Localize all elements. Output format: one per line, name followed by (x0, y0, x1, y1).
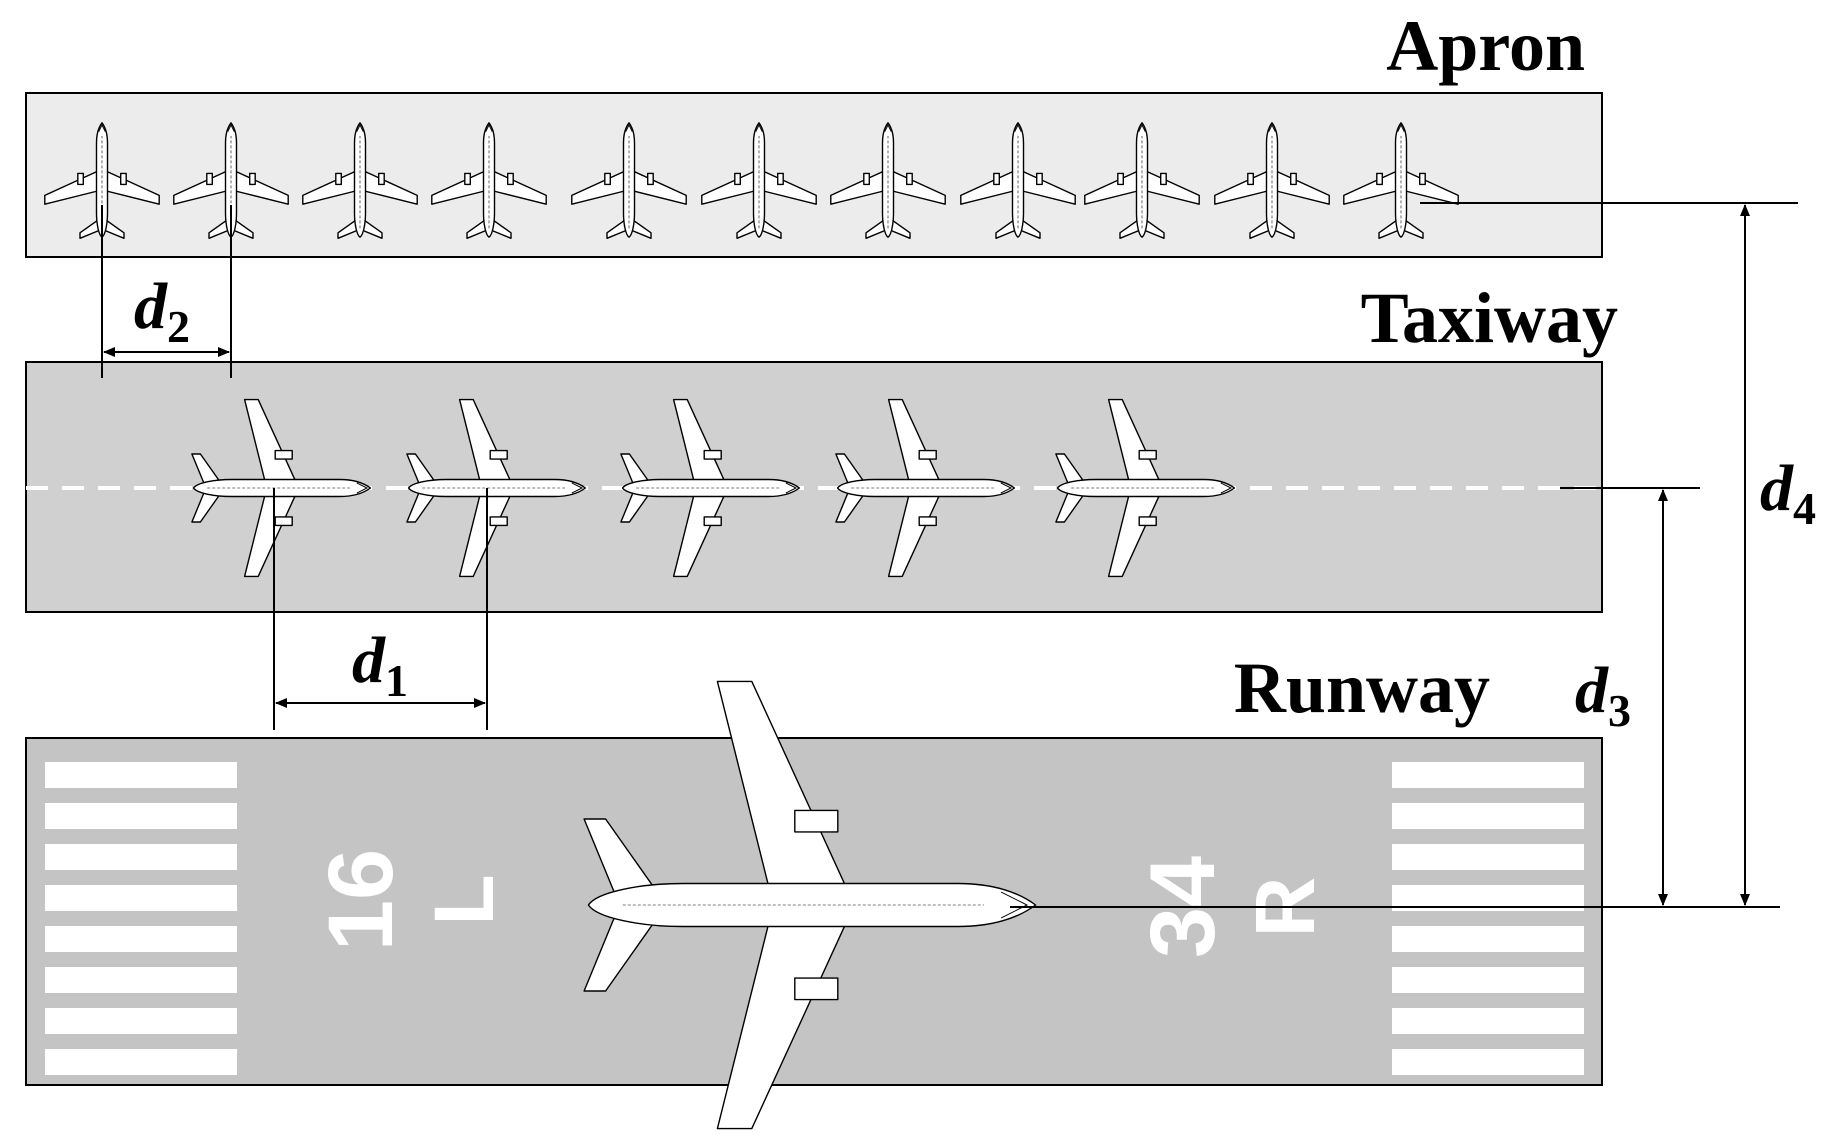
apron-aircraft (701, 122, 817, 240)
threshold-stripe (1392, 926, 1584, 952)
apron-aircraft (431, 122, 547, 240)
d2-dimension: d2 (101, 205, 232, 378)
threshold-stripe (45, 926, 237, 952)
d4-dimension: d4 (1420, 202, 1816, 906)
runway-aircraft-body (583, 680, 1037, 1130)
threshold-stripe (45, 1008, 237, 1034)
threshold-stripe (45, 762, 237, 788)
threshold-stripe (45, 885, 237, 911)
apron-aircraft (830, 122, 946, 240)
taxiway-aircraft (191, 398, 372, 578)
d2-label: d2 (134, 270, 190, 352)
taxiway-aircraft-group (191, 398, 1236, 578)
taxiway-aircraft (406, 398, 587, 578)
apron-aircraft (302, 122, 418, 240)
runway-label: Runway (1234, 648, 1490, 728)
apron-aircraft (173, 122, 289, 240)
threshold-stripe (1392, 844, 1584, 870)
d4-label: d4 (1760, 452, 1816, 534)
d3-label: d3 (1575, 654, 1631, 736)
runway-threshold-right (1392, 762, 1584, 1075)
apron-aircraft (960, 122, 1076, 240)
d1-dimension: d1 (273, 488, 488, 730)
threshold-stripe (1392, 1008, 1584, 1034)
threshold-stripe (45, 967, 237, 993)
taxiway-aircraft (835, 398, 1016, 578)
taxiway-label: Taxiway (1361, 278, 1618, 358)
runway-designator-left-number: 16 (310, 849, 412, 951)
threshold-stripe (1392, 762, 1584, 788)
threshold-stripe (45, 844, 237, 870)
apron-aircraft (1343, 122, 1459, 240)
runway-designator-left-letter: L (417, 874, 511, 925)
runway-threshold-left (45, 762, 237, 1075)
apron-aircraft (571, 122, 687, 240)
threshold-stripe (1392, 803, 1584, 829)
apron-aircraft (44, 122, 160, 240)
apron-aircraft (1084, 122, 1200, 240)
apron-aircraft (1214, 122, 1330, 240)
apron-area (25, 92, 1603, 258)
threshold-stripe (1392, 1049, 1584, 1075)
apron-aircraft-group (44, 122, 1459, 240)
taxiway-aircraft (1055, 398, 1236, 578)
runway-aircraft (583, 680, 1037, 1130)
taxiway-aircraft (620, 398, 801, 578)
threshold-stripe (45, 803, 237, 829)
d3-dimension: d3 (1010, 487, 1780, 908)
threshold-stripe (45, 1049, 237, 1075)
apron-label: Apron (1386, 6, 1585, 86)
d1-label: d1 (352, 624, 408, 706)
threshold-stripe (1392, 967, 1584, 993)
